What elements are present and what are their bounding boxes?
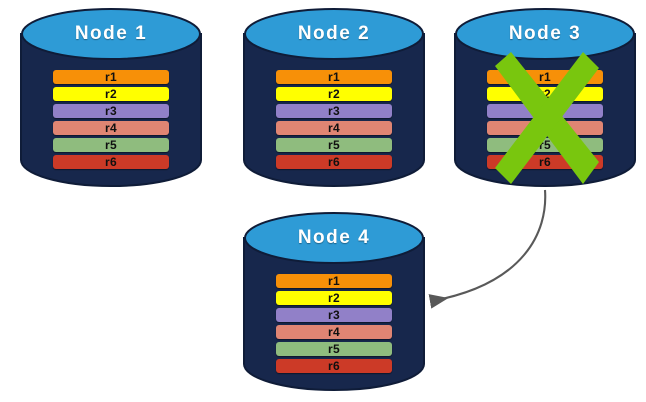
node-1-row-r4[interactable]: r4 xyxy=(53,121,169,135)
node-1-row-r2[interactable]: r2 xyxy=(53,87,169,101)
node-1-row-r3[interactable]: r3 xyxy=(53,104,169,118)
cylinder-top-ellipse xyxy=(244,8,424,60)
cylinder-top-ellipse xyxy=(21,8,201,60)
node-1-row-r6[interactable]: r6 xyxy=(53,155,169,169)
row-label: r5 xyxy=(328,138,340,152)
node-3-rows: r1 r2 r3 r4 r5 r6 xyxy=(455,70,635,169)
row-label: r3 xyxy=(328,308,340,322)
row-label: r1 xyxy=(105,70,117,84)
row-label: r2 xyxy=(328,87,340,101)
cylinder-top-ellipse xyxy=(244,212,424,264)
row-label: r6 xyxy=(539,155,551,169)
node-2-row-r2[interactable]: r2 xyxy=(276,87,392,101)
row-label: r6 xyxy=(328,155,340,169)
row-label: r5 xyxy=(328,342,340,356)
row-label: r3 xyxy=(539,104,551,118)
node-2-row-r1[interactable]: r1 xyxy=(276,70,392,84)
row-label: r1 xyxy=(328,70,340,84)
row-label: r4 xyxy=(539,121,551,135)
node-3-row-r5[interactable]: r5 xyxy=(487,138,603,152)
row-label: r6 xyxy=(328,359,340,373)
cylinder-top-ellipse xyxy=(455,8,635,60)
row-label: r4 xyxy=(328,121,340,135)
row-label: r2 xyxy=(539,87,551,101)
node-2-row-r6[interactable]: r6 xyxy=(276,155,392,169)
node-4-row-r3[interactable]: r3 xyxy=(276,308,392,322)
node-1-rows: r1 r2 r3 r4 r5 r6 xyxy=(21,70,201,169)
node-4-row-r6[interactable]: r6 xyxy=(276,359,392,373)
node-4-rows: r1 r2 r3 r4 r5 r6 xyxy=(244,274,424,373)
node-1-row-r5[interactable]: r5 xyxy=(53,138,169,152)
node-2-row-r4[interactable]: r4 xyxy=(276,121,392,135)
node-4-row-r4[interactable]: r4 xyxy=(276,325,392,339)
row-label: r2 xyxy=(328,291,340,305)
node-2-row-r3[interactable]: r3 xyxy=(276,104,392,118)
node-3-row-r1[interactable]: r1 xyxy=(487,70,603,84)
row-label: r3 xyxy=(328,104,340,118)
row-label: r3 xyxy=(105,104,117,118)
node-3-row-r2[interactable]: r2 xyxy=(487,87,603,101)
row-label: r2 xyxy=(105,87,117,101)
node-4-row-r5[interactable]: r5 xyxy=(276,342,392,356)
row-label: r5 xyxy=(539,138,551,152)
row-label: r4 xyxy=(328,325,340,339)
node-2-rows: r1 r2 r3 r4 r5 r6 xyxy=(244,70,424,169)
node-2-row-r5[interactable]: r5 xyxy=(276,138,392,152)
node-3-row-r4[interactable]: r4 xyxy=(487,121,603,135)
node-1-row-r1[interactable]: r1 xyxy=(53,70,169,84)
node-4-row-r2[interactable]: r2 xyxy=(276,291,392,305)
row-label: r5 xyxy=(105,138,117,152)
row-label: r1 xyxy=(539,70,551,84)
node-3-row-r6[interactable]: r6 xyxy=(487,155,603,169)
row-label: r4 xyxy=(105,121,117,135)
row-label: r6 xyxy=(105,155,117,169)
node-4-row-r1[interactable]: r1 xyxy=(276,274,392,288)
node-3-row-r3[interactable]: r3 xyxy=(487,104,603,118)
failover-arrow-path xyxy=(428,189,547,309)
row-label: r1 xyxy=(328,274,340,288)
